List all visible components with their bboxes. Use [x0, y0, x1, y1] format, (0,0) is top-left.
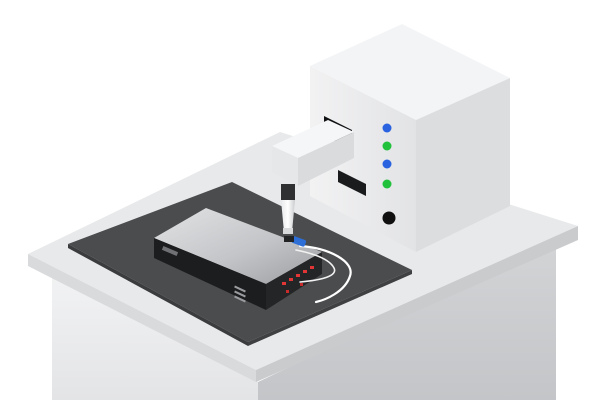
device-led-red: [286, 290, 289, 293]
device-label: [161, 246, 179, 256]
device-right-face: [266, 252, 322, 310]
counter-side-edge: [256, 226, 578, 382]
probe-arm: [272, 120, 354, 247]
device-led-red: [303, 270, 307, 273]
device-led-red: [310, 266, 314, 269]
arm-top: [272, 120, 354, 158]
probe-tip: [281, 200, 295, 232]
led-green-icon: [382, 141, 392, 151]
probe-connector-icon: [291, 236, 307, 247]
device-vent: [234, 295, 246, 303]
mat-side-edge: [248, 270, 412, 346]
cabinet-front: [52, 278, 258, 400]
probe-body: [281, 184, 295, 200]
power-button[interactable]: [382, 211, 396, 225]
instrument-front: [310, 66, 416, 252]
test-instrument: [310, 24, 510, 252]
device-led-red: [282, 282, 286, 285]
probe-ring: [283, 228, 293, 234]
device: [154, 208, 322, 310]
led-blue-icon: [382, 123, 392, 133]
device-vent: [234, 285, 246, 293]
probe-cable-2: [295, 249, 336, 283]
probe-connector-base: [284, 236, 294, 242]
instrument-top: [310, 24, 510, 120]
device-vent: [234, 290, 246, 298]
arm-front: [272, 146, 298, 186]
counter-front-edge: [28, 254, 256, 382]
arm-side: [298, 132, 354, 186]
instrument-side: [416, 78, 510, 252]
device-top: [154, 208, 322, 284]
device-led-red: [289, 278, 293, 281]
instrument-port-lower: [338, 170, 366, 196]
device-led-red: [300, 283, 303, 286]
mat-edge: [68, 244, 248, 346]
probe-cable: [298, 244, 352, 304]
device-led-red: [296, 274, 300, 277]
led-blue-icon: [382, 159, 392, 169]
led-green-icon: [382, 179, 392, 189]
